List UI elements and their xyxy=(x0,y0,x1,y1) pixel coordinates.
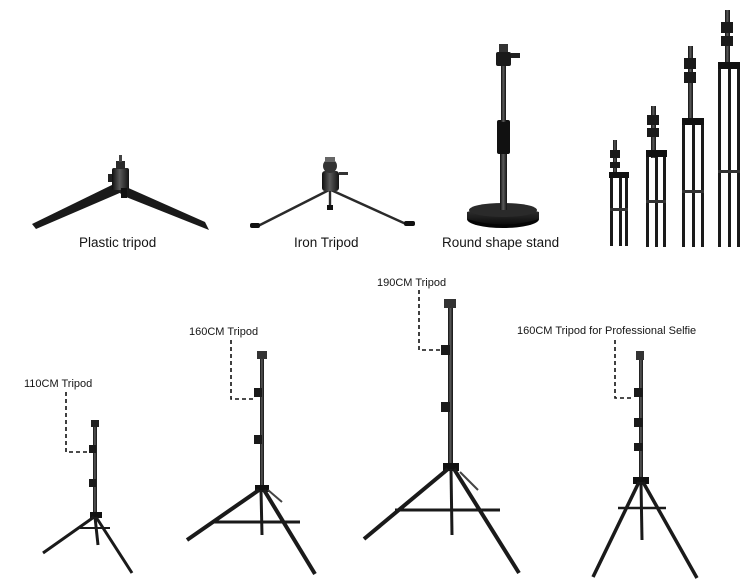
label-190cm-tripod: 190CM Tripod xyxy=(377,277,447,289)
label-160cm-pro-tripod: 160CM Tripod for Professional Selfie xyxy=(517,325,697,337)
tripod-190cm-image xyxy=(362,290,521,575)
label-110cm-tripod: 110CM Tripod xyxy=(24,378,93,390)
tripod-160cm-pro-leader xyxy=(614,340,634,399)
tripod-160cm-pro-image xyxy=(591,340,699,579)
tripod-160cm-image xyxy=(185,340,317,576)
label-round-stand: Round shape stand xyxy=(442,235,560,250)
tripod-110cm-leader xyxy=(65,392,90,453)
tripod-110cm-image xyxy=(42,392,134,574)
tripod-size-comparison-image xyxy=(609,10,740,247)
label-iron-tripod: Iron Tripod xyxy=(294,235,359,250)
label-160cm-tripod: 160CM Tripod xyxy=(189,326,259,338)
plastic-tripod-image xyxy=(32,155,209,230)
round-stand-image xyxy=(467,44,539,228)
iron-tripod-image xyxy=(250,157,415,228)
tripod-190cm-leader xyxy=(418,290,441,351)
tripod-160cm-leader xyxy=(230,340,254,400)
label-plastic-tripod: Plastic tripod xyxy=(79,235,157,250)
